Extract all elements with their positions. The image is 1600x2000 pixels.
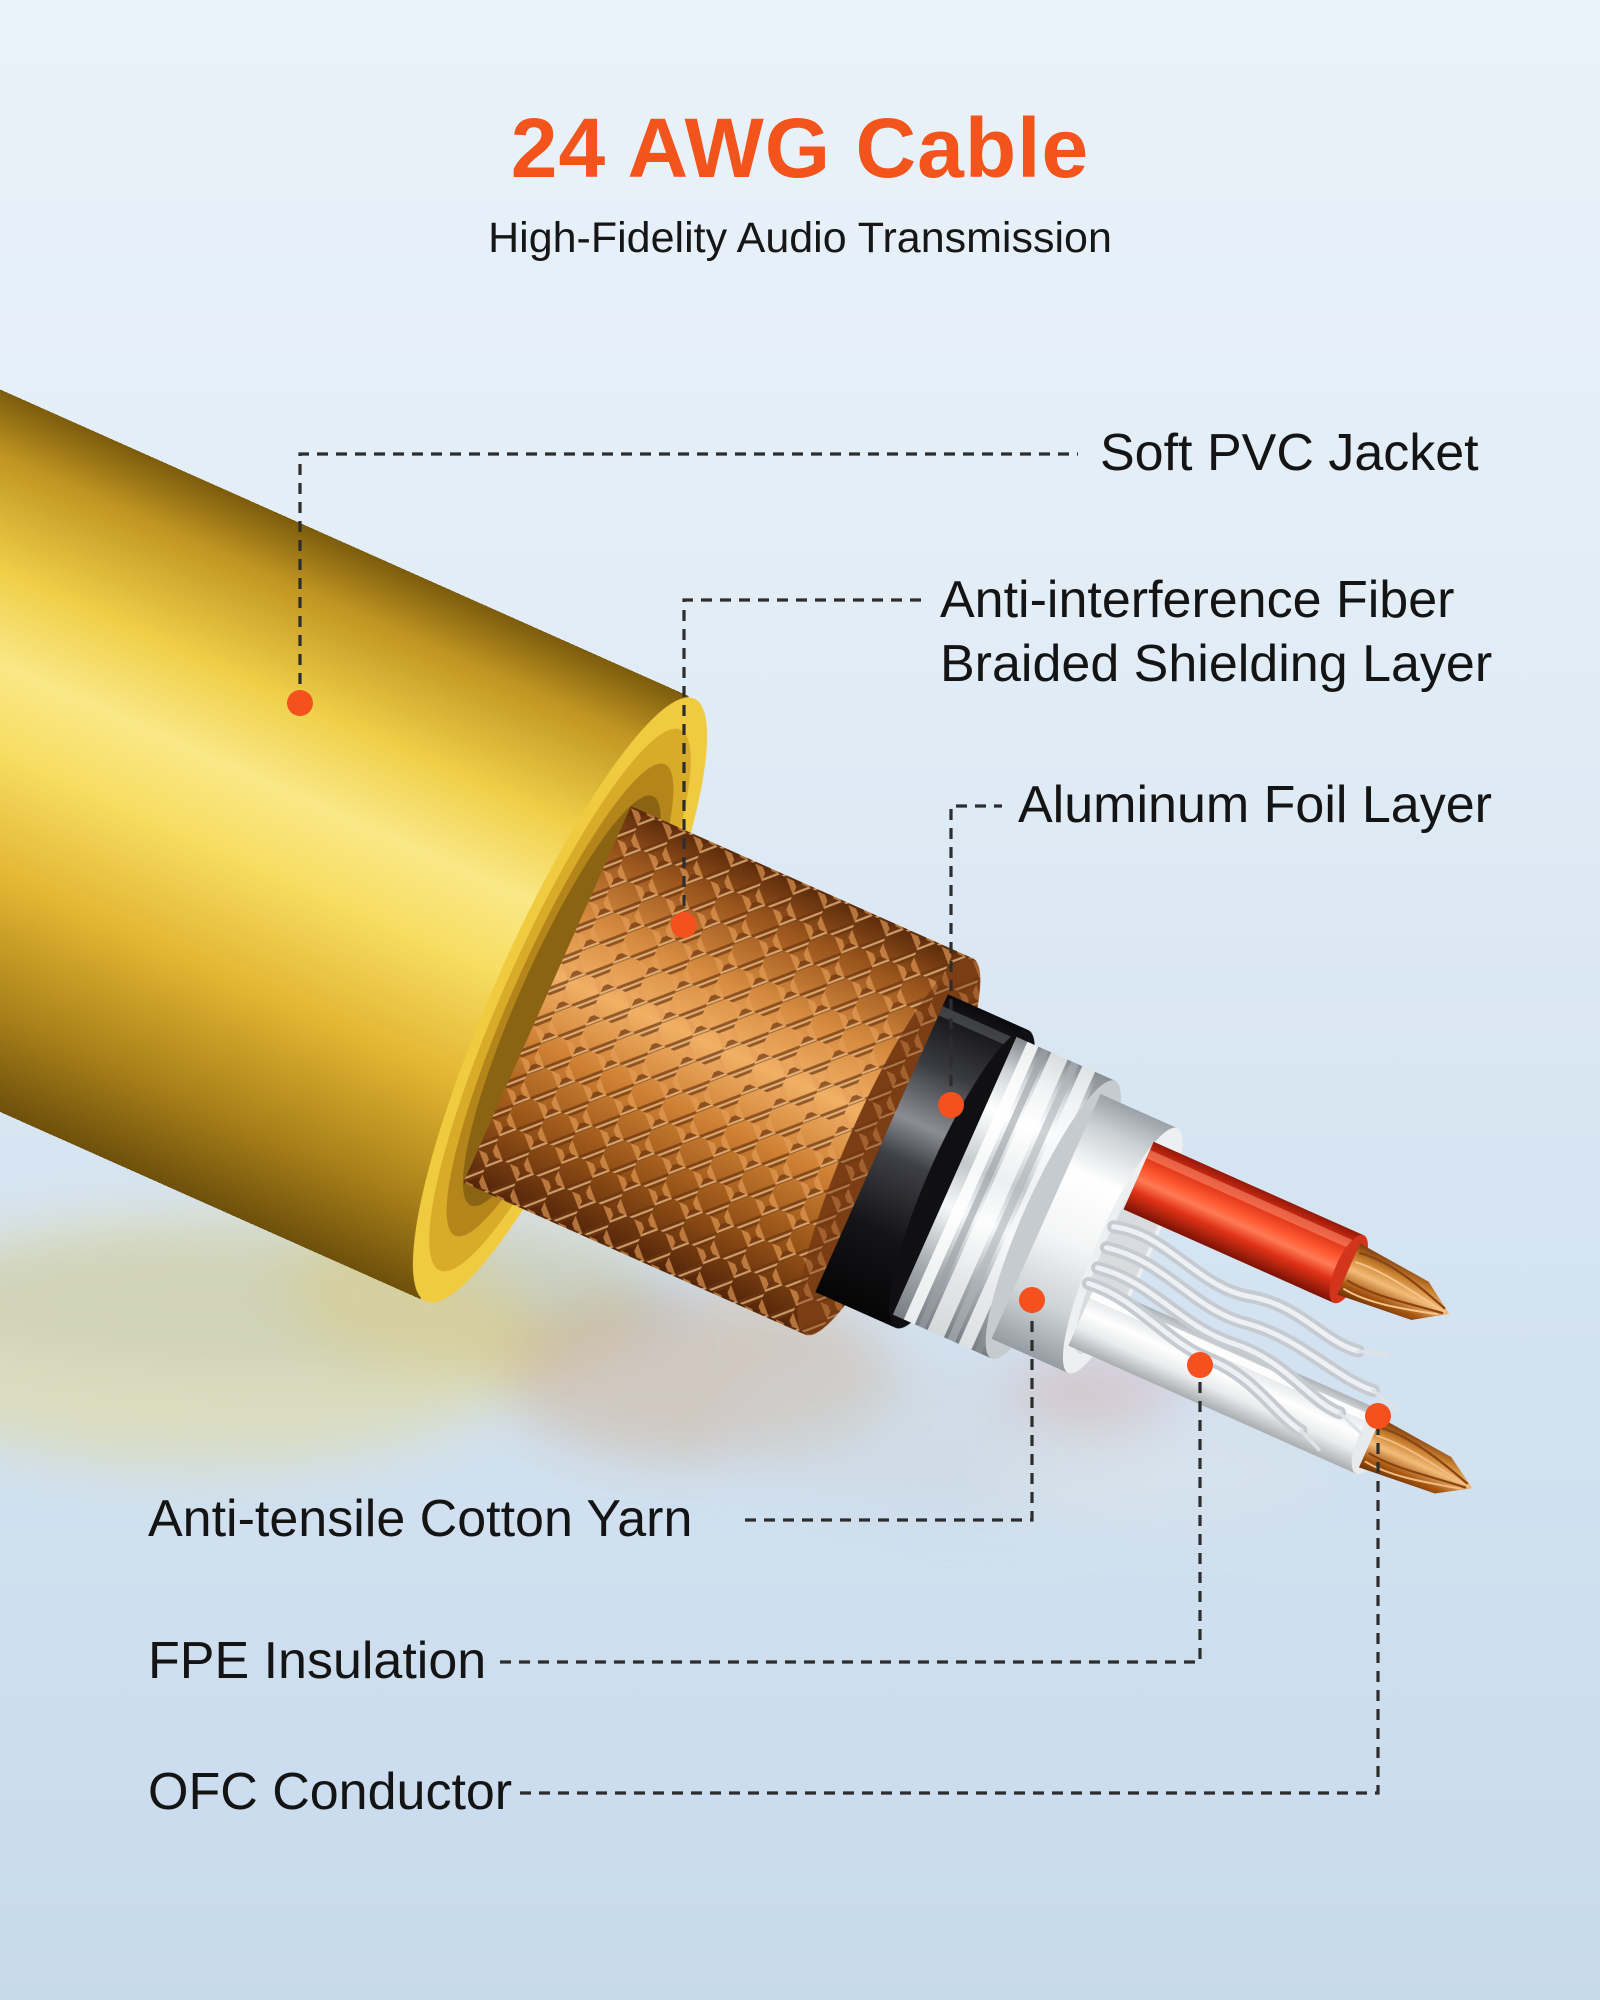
leader-line-aluminum-foil [949, 804, 1002, 1105]
leader-line-cotton-yarn [745, 1302, 1034, 1522]
callout-dot-pvc-jacket [287, 690, 313, 716]
callout-dot-fpe-insulation [1187, 1352, 1213, 1378]
label-aluminum-foil: Aluminum Foil Layer [1018, 776, 1492, 835]
label-braided-shield-line1: Anti-interference Fiber [940, 571, 1455, 629]
page-title: 24 AWG Cable [510, 101, 1090, 195]
page-subtitle: High-Fidelity Audio Transmission [488, 214, 1112, 262]
callout-lines [298, 452, 1380, 1795]
leader-line-pvc-jacket [298, 452, 1078, 703]
label-soft-pvc-jacket: Soft PVC Jacket [1100, 424, 1479, 483]
label-fpe-insulation: FPE Insulation [148, 1632, 487, 1691]
ofc-conductor-strands-red [1337, 1243, 1450, 1320]
leader-line-ofc-conductor [520, 1418, 1380, 1795]
leader-line-braided-shield [682, 598, 924, 925]
red-insulated-wire [1123, 1141, 1450, 1320]
label-ofc-conductor: OFC Conductor [148, 1763, 513, 1822]
callout-dot-cotton-yarn [1019, 1287, 1045, 1313]
label-braided-shield-line2: Braided Shielding Layer [940, 635, 1493, 693]
ofc-conductor-strands [1358, 1418, 1473, 1494]
label-braided-shield: Anti-interference Fiber Braided Shieldin… [940, 568, 1492, 696]
callout-dot-aluminum-foil [938, 1092, 964, 1118]
label-cotton-yarn: Anti-tensile Cotton Yarn [148, 1490, 693, 1549]
leader-line-fpe-insulation [500, 1367, 1202, 1664]
callout-dot-braided-shield [671, 912, 697, 938]
callout-dots [287, 690, 1391, 1429]
cable-illustration [0, 299, 1473, 1494]
callout-dot-ofc-conductor [1365, 1403, 1391, 1429]
